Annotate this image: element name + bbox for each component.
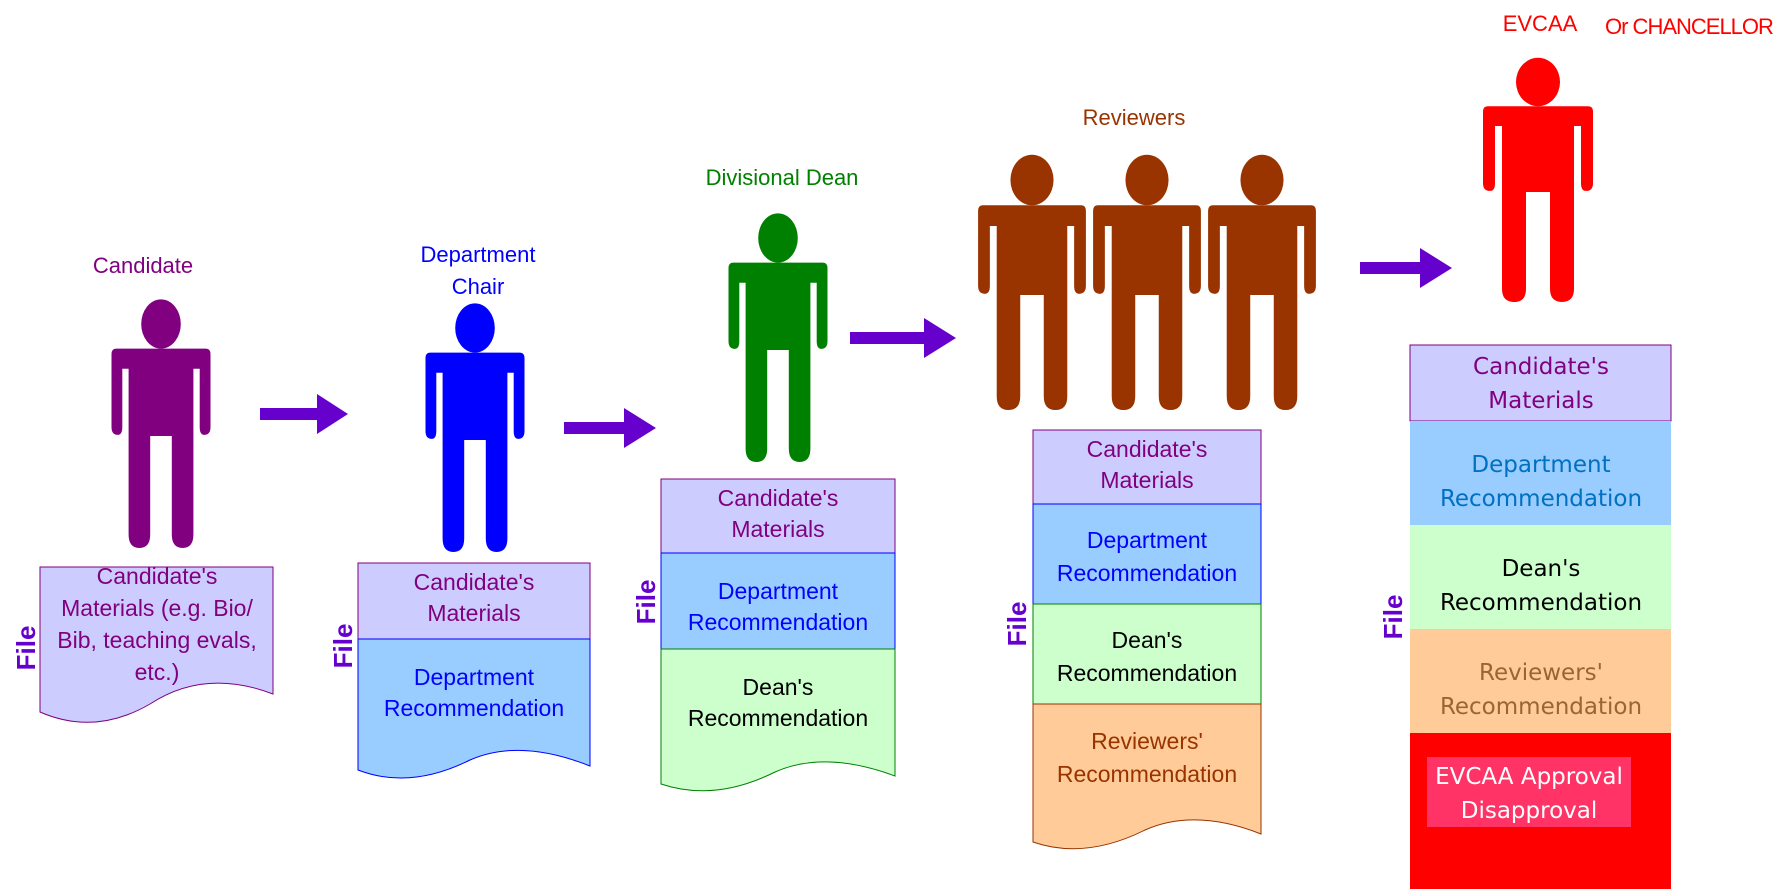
chair-materials-line-1: Candidate's bbox=[414, 569, 535, 595]
reviewer-person-icon-3 bbox=[1208, 154, 1316, 410]
reviewers-materials-line-2: Materials bbox=[1100, 467, 1193, 493]
reviewer-person-icon-1 bbox=[978, 154, 1086, 410]
evcaa-approval-highlight bbox=[1427, 757, 1631, 827]
dean-dept-line-1: Department bbox=[718, 578, 839, 604]
candidate-doc-line-1: Candidate's bbox=[97, 563, 218, 589]
chancellor-title: Or CHANCELLOR bbox=[1605, 14, 1773, 39]
reviewers-materials-block bbox=[1032, 429, 1262, 505]
dean-materials-line-2: Materials bbox=[731, 516, 824, 542]
evcaa-file-label: File bbox=[1378, 595, 1408, 640]
reviewers-dept-line-1: Department bbox=[1087, 527, 1208, 553]
dean-title: Divisional Dean bbox=[706, 165, 859, 190]
chair-title-line-1: Department bbox=[421, 242, 536, 267]
evcaa-dept-line-2: Recommendation bbox=[1440, 486, 1642, 512]
evcaa-approval-line-1: EVCAA Approval bbox=[1435, 764, 1623, 790]
dean-person-icon bbox=[728, 213, 828, 462]
reviewers-deanrec-line-2: Recommendation bbox=[1057, 660, 1237, 686]
chair-title-line-2: Chair bbox=[452, 274, 505, 299]
candidate-doc-line-2: Materials (e.g. Bio/ bbox=[61, 595, 253, 621]
arrow-chair-to-dean bbox=[564, 408, 656, 448]
dean-dept-rec-block bbox=[660, 552, 896, 650]
reviewers-reviewersrec-line-2: Recommendation bbox=[1057, 761, 1237, 787]
dean-materials-line-1: Candidate's bbox=[718, 485, 839, 511]
dean-deanrec-line-1: Dean's bbox=[743, 674, 814, 700]
evcaa-title: EVCAA bbox=[1503, 11, 1578, 36]
evcaa-reviewersrec-block bbox=[1410, 629, 1671, 733]
candidate-doc-line-3: Bib, teaching evals, bbox=[57, 627, 256, 653]
chair-file-label: File bbox=[328, 624, 358, 669]
evcaa-deanrec-line-2: Recommendation bbox=[1440, 590, 1642, 616]
reviewers-deanrec-block bbox=[1032, 603, 1262, 705]
dean-deanrec-line-2: Recommendation bbox=[688, 705, 868, 731]
evcaa-dept-rec-block bbox=[1410, 421, 1671, 525]
evcaa-deanrec-line-1: Dean's bbox=[1502, 556, 1581, 582]
reviewer-person-icon-2 bbox=[1093, 154, 1201, 410]
evcaa-materials-line-2: Materials bbox=[1488, 388, 1593, 414]
evcaa-materials-block bbox=[1409, 344, 1672, 422]
candidate-title: Candidate bbox=[93, 253, 193, 278]
chair-dept-line-2: Recommendation bbox=[384, 695, 564, 721]
dean-file-label: File bbox=[631, 580, 661, 625]
evcaa-reviewersrec-line-2: Recommendation bbox=[1440, 694, 1642, 720]
evcaa-deanrec-block bbox=[1410, 525, 1671, 629]
reviewers-dept-line-2: Recommendation bbox=[1057, 560, 1237, 586]
reviewers-reviewersrec-doc bbox=[1032, 703, 1262, 850]
reviewers-dept-rec-block bbox=[1032, 503, 1262, 605]
candidate-person-icon bbox=[111, 299, 211, 548]
arrow-candidate-to-chair bbox=[260, 394, 348, 434]
evcaa-approval-line-2: Disapproval bbox=[1461, 798, 1598, 824]
arrow-dean-to-reviewers bbox=[850, 318, 956, 358]
chair-materials-block bbox=[357, 562, 591, 640]
reviewers-file-label: File bbox=[1002, 602, 1032, 647]
evcaa-reviewersrec-line-1: Reviewers' bbox=[1479, 660, 1603, 686]
candidate-doc-line-4: etc.) bbox=[135, 659, 180, 685]
evcaa-person-icon bbox=[1483, 57, 1593, 302]
dean-deanrec-doc bbox=[660, 648, 896, 792]
reviewers-reviewersrec-line-1: Reviewers' bbox=[1091, 728, 1203, 754]
evcaa-dept-line-1: Department bbox=[1471, 452, 1610, 478]
dean-dept-line-2: Recommendation bbox=[688, 609, 868, 635]
reviewers-title: Reviewers bbox=[1083, 105, 1186, 130]
reviewers-materials-line-1: Candidate's bbox=[1087, 436, 1208, 462]
chair-materials-line-2: Materials bbox=[427, 600, 520, 626]
candidate-materials-doc bbox=[39, 566, 274, 723]
chair-dept-rec-doc bbox=[357, 638, 591, 779]
candidate-file-label: File bbox=[11, 626, 41, 671]
chair-person-icon bbox=[425, 303, 525, 552]
chair-dept-line-1: Department bbox=[414, 664, 535, 690]
arrow-reviewers-to-evcaa bbox=[1360, 248, 1452, 288]
reviewers-deanrec-line-1: Dean's bbox=[1112, 627, 1183, 653]
evcaa-materials-line-1: Candidate's bbox=[1473, 354, 1609, 380]
